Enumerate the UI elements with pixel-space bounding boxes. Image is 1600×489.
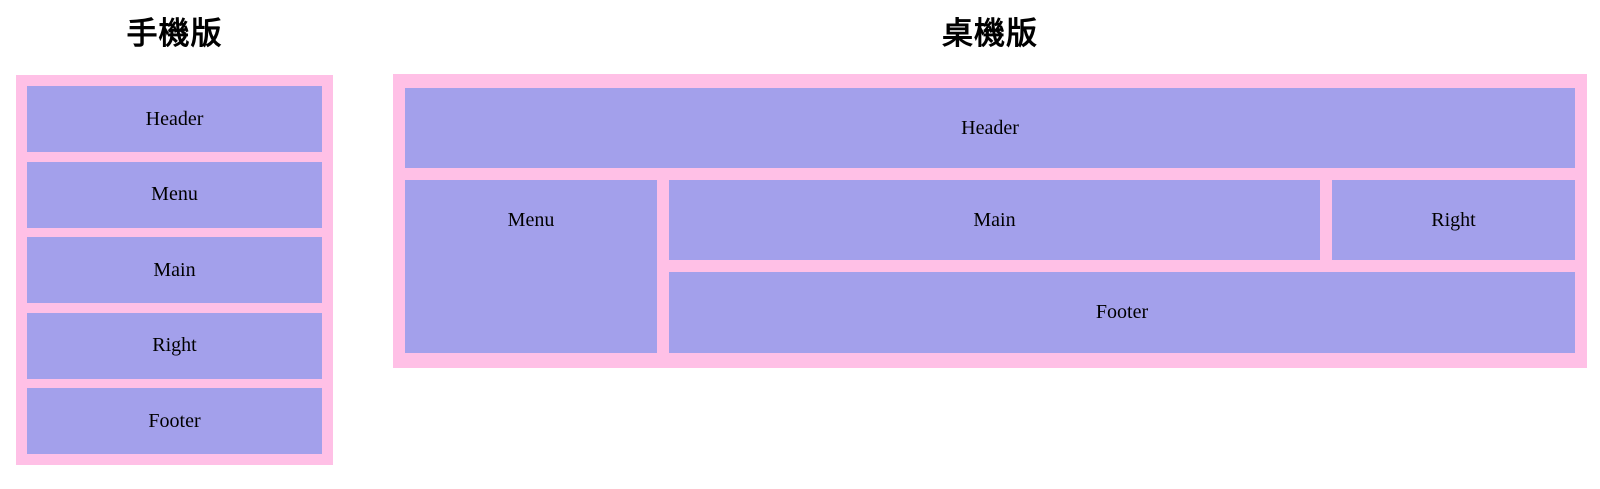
mobile-right-box: Right <box>27 312 322 379</box>
desktop-menu-box: Menu <box>405 180 657 353</box>
desktop-footer-box: Footer <box>669 272 1575 353</box>
desktop-header-box: Header <box>405 88 1575 168</box>
mobile-version-title: 手機版 <box>126 16 223 51</box>
mobile-footer-box: Footer <box>27 388 322 454</box>
mobile-menu-label: Menu <box>151 183 198 205</box>
desktop-right-label: Right <box>1431 208 1476 231</box>
desktop-version-title: 桌機版 <box>942 16 1038 51</box>
mobile-footer-label: Footer <box>148 409 201 432</box>
desktop-layout-container: Header Menu Main Right Footer <box>393 74 1587 368</box>
mobile-main-box: Main <box>27 237 322 303</box>
mobile-layout-container: Header Menu Main Right Footer <box>16 75 333 465</box>
mobile-right-label: Right <box>152 334 197 356</box>
desktop-right-box: Right <box>1332 180 1575 260</box>
desktop-main-box: Main <box>669 180 1320 260</box>
desktop-footer-label: Footer <box>1095 301 1149 323</box>
mobile-menu-box: Menu <box>27 161 322 228</box>
mobile-main-label: Main <box>153 258 196 281</box>
mobile-header-box: Header <box>27 86 322 152</box>
desktop-main-label: Main <box>973 208 1016 231</box>
desktop-header-label: Header <box>961 116 1019 139</box>
mobile-header-label: Header <box>145 107 204 130</box>
desktop-menu-label: Menu <box>507 208 555 231</box>
